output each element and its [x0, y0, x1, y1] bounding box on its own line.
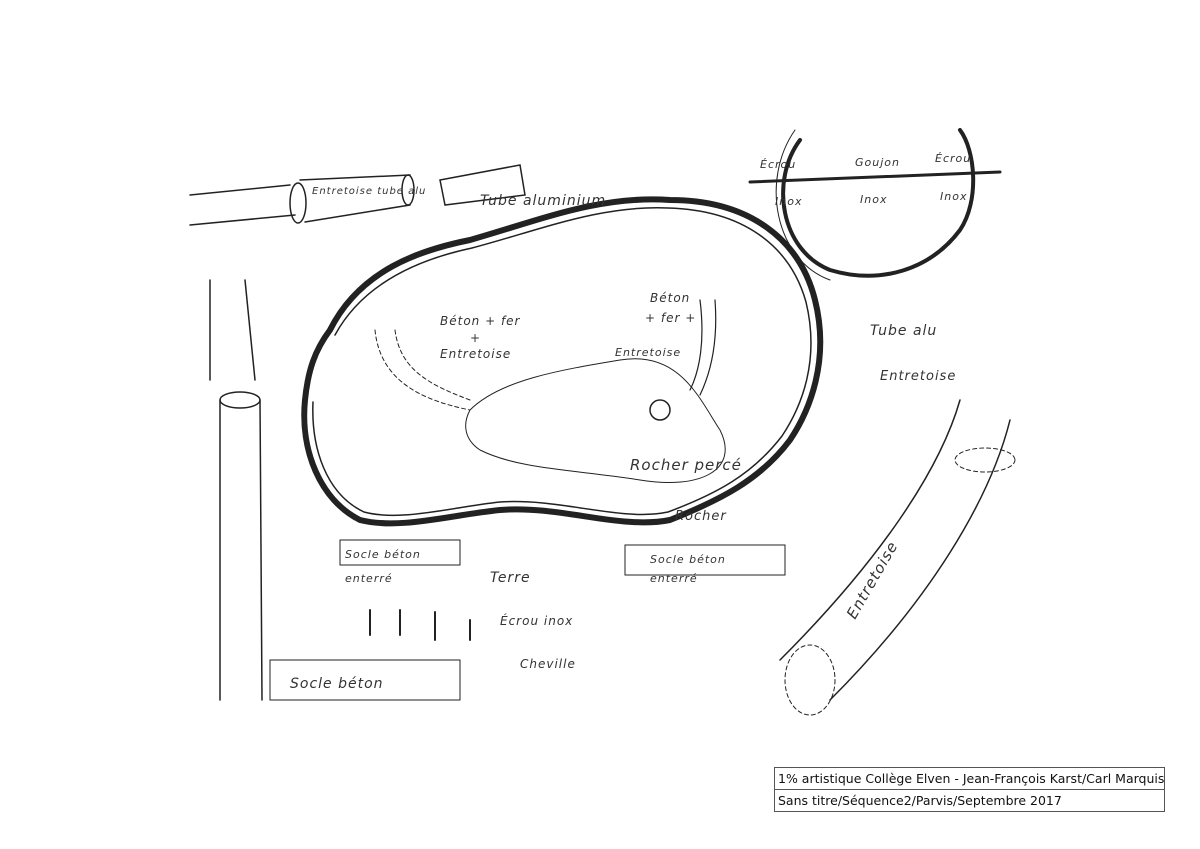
- caption-subtitle: Sans titre/Séquence2/Parvis/Septembre 20…: [775, 789, 1164, 811]
- label-nut-inox: Écrou inox: [500, 613, 573, 628]
- label-base-left-2: enterré: [345, 572, 393, 585]
- label-anchor: Cheville: [520, 657, 576, 671]
- label-inox-2: Inox: [860, 193, 887, 206]
- label-spacer-big: Entretoise: [843, 538, 902, 622]
- label-concrete-left: Béton + fer: [440, 314, 521, 328]
- rock-outline: [465, 358, 726, 484]
- label-inox-3: Inox: [940, 190, 967, 203]
- label-concrete-right-2: + fer +: [645, 311, 696, 325]
- label-base-bottom: Socle béton: [290, 676, 384, 692]
- aluminium-loop: [301, 196, 824, 527]
- label-spacer-tube: Entretoise tube alu: [312, 186, 426, 197]
- label-inox-1: Inox: [775, 195, 802, 208]
- caption-title: 1% artistique Collège Elven - Jean-Franç…: [778, 771, 1165, 786]
- label-soil: Terre: [490, 570, 531, 586]
- label-concrete-right-1: Béton: [650, 291, 690, 305]
- label-rock: Rocher: [675, 509, 727, 524]
- label-spacer-left: Entretoise: [440, 347, 511, 361]
- label-spacer-mid: Entretoise: [615, 346, 681, 359]
- caption-box: 1% artistique Collège Elven - Jean-Franç…: [774, 767, 1165, 812]
- label-stud: Goujon: [855, 156, 900, 169]
- label-tube-alu: Tube alu: [870, 323, 937, 339]
- label-pierced-rock: Rocher percé: [630, 456, 742, 474]
- label-aluminium-tube: Tube aluminium: [480, 193, 606, 209]
- label-nut-left: Écrou: [760, 158, 796, 171]
- label-plus-left: +: [470, 331, 481, 345]
- label-spacer-right: Entretoise: [880, 369, 956, 384]
- label-nut-right: Écrou: [935, 152, 971, 165]
- label-base-left-1: Socle béton: [345, 548, 421, 561]
- label-base-right-1: Socle béton: [650, 553, 726, 566]
- label-base-right-2: enterré: [650, 572, 698, 585]
